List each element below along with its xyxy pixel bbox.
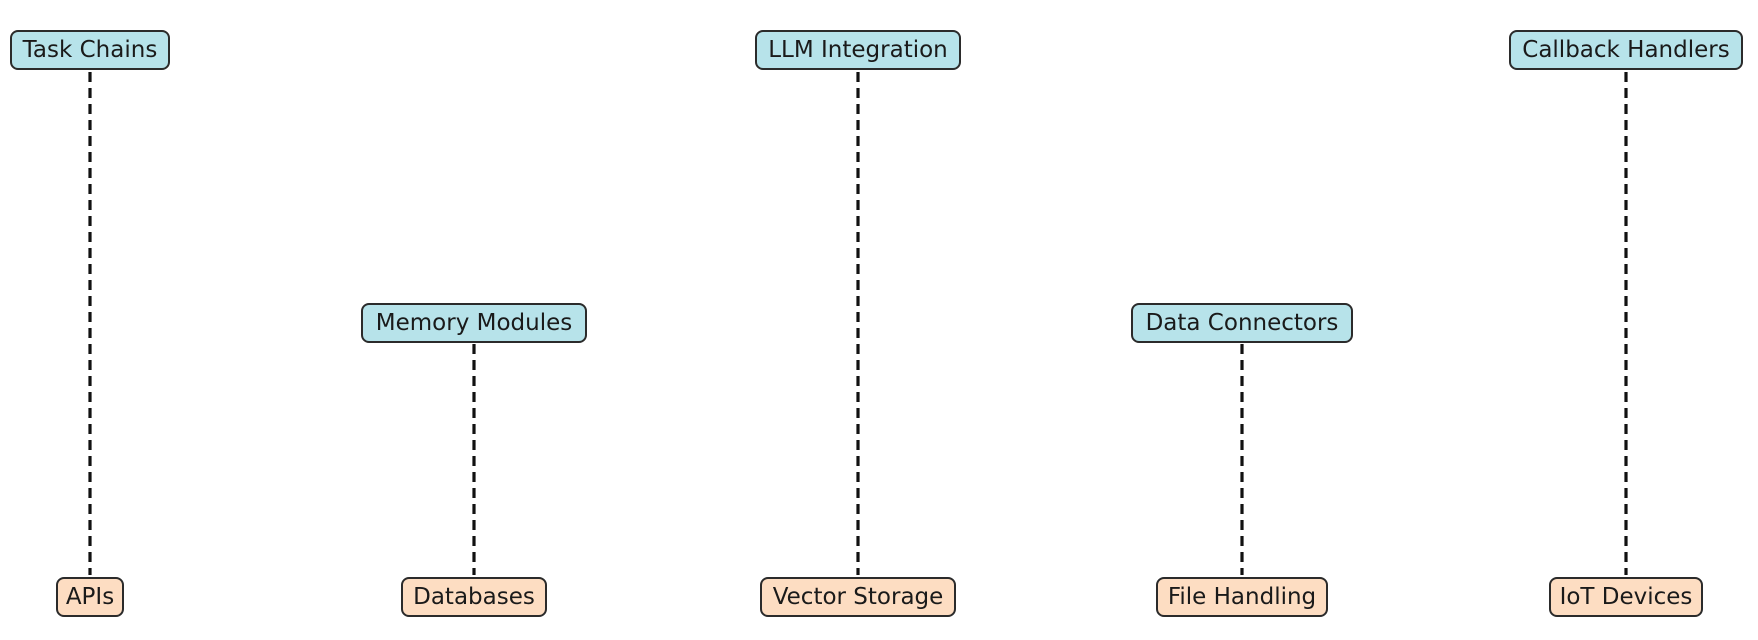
node-label: IoT Devices [1559, 584, 1693, 610]
node-label: Callback Handlers [1522, 37, 1730, 63]
node-file-handling: File Handling [1156, 577, 1328, 617]
node-callback-handlers: Callback Handlers [1509, 30, 1743, 70]
node-data-connectors: Data Connectors [1131, 303, 1353, 343]
node-label: Memory Modules [375, 310, 573, 336]
node-label: Vector Storage [772, 584, 944, 610]
node-vector-storage: Vector Storage [760, 577, 956, 617]
node-iot-devices: IoT Devices [1549, 577, 1703, 617]
node-databases: Databases [401, 577, 547, 617]
node-label: Databases [413, 584, 535, 610]
node-label: Task Chains [22, 37, 158, 63]
node-label: Data Connectors [1145, 310, 1339, 336]
node-apis: APIs [56, 577, 124, 617]
node-llm-integration: LLM Integration [755, 30, 961, 70]
node-task-chains: Task Chains [10, 30, 170, 70]
node-label: File Handling [1167, 584, 1317, 610]
node-memory-modules: Memory Modules [361, 303, 587, 343]
node-label: LLM Integration [768, 37, 948, 63]
node-label: APIs [65, 584, 115, 610]
